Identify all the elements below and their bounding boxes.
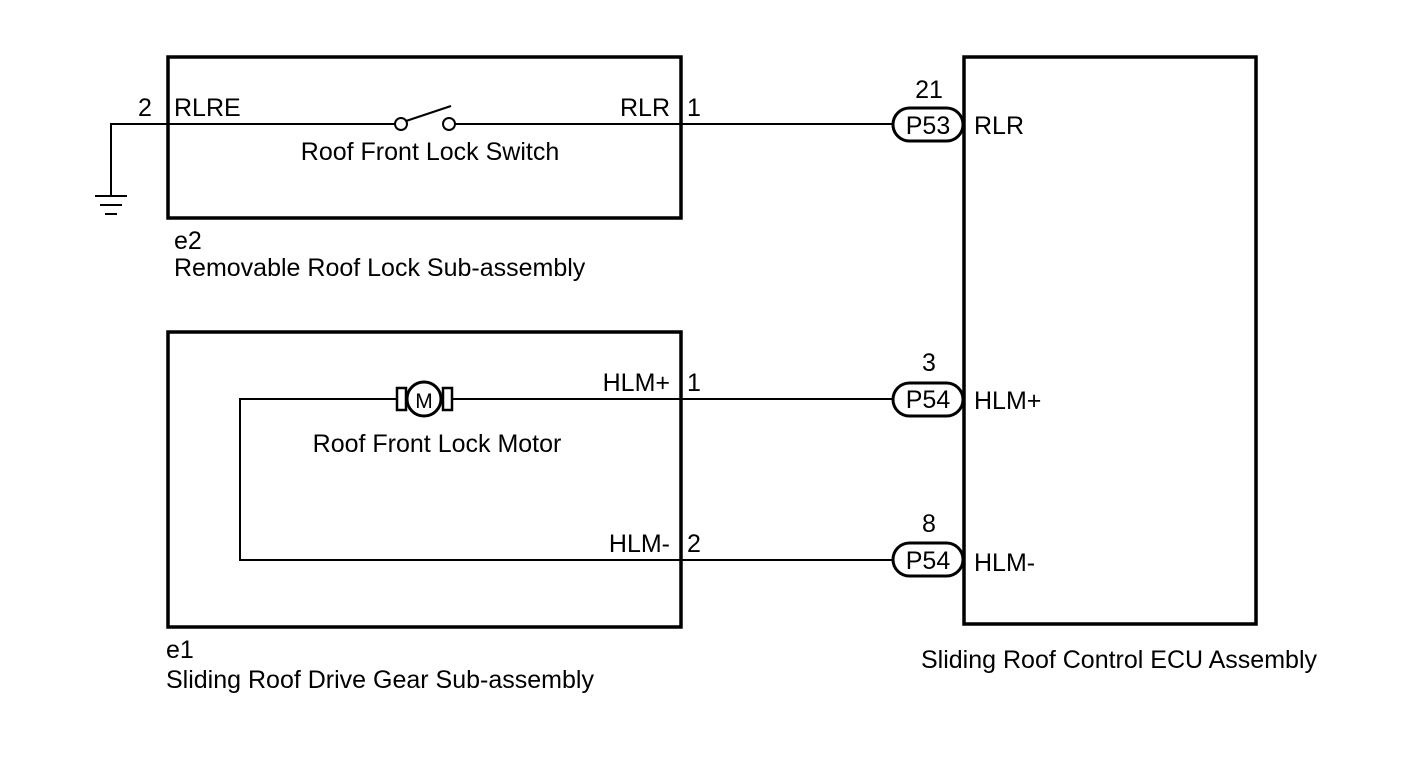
motor-loop-wire xyxy=(239,398,681,561)
ecu-name: Sliding Roof Control ECU Assembly xyxy=(921,646,1317,674)
lock-assembly-box xyxy=(166,55,683,220)
ground-icon xyxy=(95,195,127,215)
drive-assembly-name: Sliding Roof Drive Gear Sub-assembly xyxy=(166,666,594,694)
ecu-terminal: RLR xyxy=(974,112,1024,140)
connector-oval xyxy=(891,106,965,143)
drive-pin-minus: 2 xyxy=(687,530,701,558)
drive-terminal-minus: HLM- xyxy=(609,530,670,558)
motor-label: Roof Front Lock Motor xyxy=(313,430,562,458)
connector-pin: 21 xyxy=(915,76,943,104)
drive-pin-plus: 1 xyxy=(687,369,701,397)
ecu-connector-hlm-minus: 8 P54 HLM- xyxy=(891,510,1035,578)
ecu-connector-hlm-plus: 3 P54 HLM+ xyxy=(891,349,1041,418)
connector-pin: 3 xyxy=(922,349,936,377)
ecu-box xyxy=(962,55,1258,626)
drive-assembly-code: e1 xyxy=(166,636,194,664)
connector-pin: 8 xyxy=(922,510,936,538)
drive-assembly-box xyxy=(166,330,683,629)
drive-terminal-plus: HLM+ xyxy=(603,369,670,397)
lock-right-terminal: RLR xyxy=(620,94,670,122)
connector-code: P54 xyxy=(906,386,951,414)
lock-left-pin: 2 xyxy=(138,94,152,122)
switch-label: Roof Front Lock Switch xyxy=(301,138,559,166)
motor-symbol: M xyxy=(415,390,433,413)
connector-oval xyxy=(891,541,965,578)
connector-code: P53 xyxy=(906,112,950,140)
lock-left-terminal: RLRE xyxy=(174,94,241,122)
ecu-terminal: HLM- xyxy=(974,549,1035,577)
lock-assembly-name: Removable Roof Lock Sub-assembly xyxy=(174,254,586,282)
ground-wire xyxy=(110,123,168,196)
lock-right-pin: 1 xyxy=(687,94,701,122)
lock-assembly-code: e2 xyxy=(174,227,202,255)
connector-code: P54 xyxy=(906,547,951,575)
ecu-connector-rlr: 21 P53 RLR xyxy=(891,76,1024,143)
ecu-terminal: HLM+ xyxy=(974,387,1041,415)
connector-oval xyxy=(891,381,965,418)
motor-icon: M xyxy=(395,380,454,418)
switch-icon xyxy=(394,105,456,131)
